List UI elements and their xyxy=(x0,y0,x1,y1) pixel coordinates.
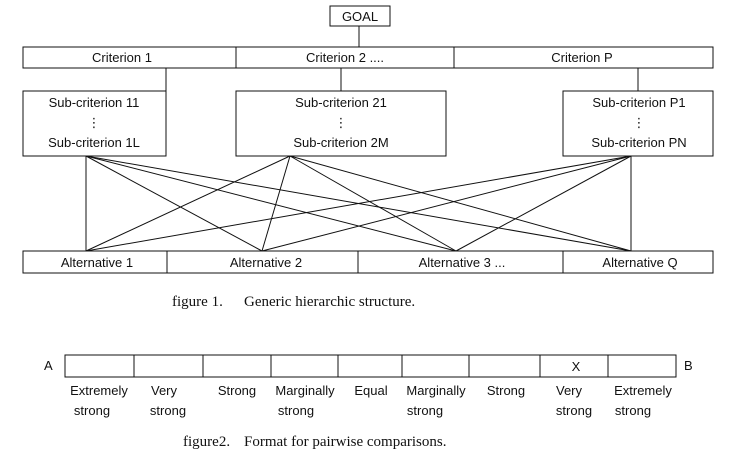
scale-end-right: B xyxy=(684,358,693,373)
link xyxy=(455,155,632,252)
sub-criterion-dots: ⋮ xyxy=(88,115,101,130)
sub-criterion-label: Sub-criterion 1L xyxy=(48,135,140,150)
scale-bar xyxy=(64,354,677,378)
sub-criterion-label: Sub-criterion PN xyxy=(591,135,686,150)
scale-label: Strong xyxy=(487,383,525,398)
alternative-label: Alternative 3 ... xyxy=(419,255,506,270)
figure-1-labels: GOAL Criterion 1 Criterion 2 .... Criter… xyxy=(48,9,687,270)
criterion-label: Criterion 1 xyxy=(92,50,152,65)
sub-criterion-label: Sub-criterion 11 xyxy=(49,95,140,110)
sub-criterion-label: Sub-criterion 21 xyxy=(295,95,387,110)
link xyxy=(85,155,291,252)
link xyxy=(261,155,291,252)
alternative-label: Alternative 2 xyxy=(230,255,302,270)
caption-label: figure2. xyxy=(183,434,230,450)
link xyxy=(85,155,263,252)
caption-label: figure 1. xyxy=(172,294,223,310)
alternative-label: Alternative 1 xyxy=(61,255,133,270)
figure-1-caption: figure 1. Generic hierarchic structure. xyxy=(172,294,415,310)
caption-text: Generic hierarchic structure. xyxy=(244,294,415,310)
alternative-label: Alternative Q xyxy=(602,255,677,270)
goal-box xyxy=(329,5,391,27)
link xyxy=(289,155,632,252)
sub-criterion-dots: ⋮ xyxy=(335,115,348,130)
criteria-bar xyxy=(22,46,714,69)
figure-1-hierarchy xyxy=(22,5,714,274)
scale-label: Equal xyxy=(354,383,387,398)
figure-2-caption: figure2. Format for pairwise comparisons… xyxy=(183,434,446,450)
sub-criteria-box-1 xyxy=(22,90,167,157)
caption-text: Format for pairwise comparisons. xyxy=(244,434,446,450)
link xyxy=(289,155,457,252)
scale-label: Strong xyxy=(218,383,256,398)
goal-label: GOAL xyxy=(342,9,378,24)
criterion-label: Criterion P xyxy=(551,50,612,65)
sub-criterion-label: Sub-criterion 2M xyxy=(293,135,388,150)
link xyxy=(85,155,632,252)
sub-criteria-box-2 xyxy=(235,90,447,157)
alternatives-bar xyxy=(22,250,714,274)
cross-links xyxy=(85,155,632,252)
sub-criterion-dots: ⋮ xyxy=(633,115,646,130)
sub-criterion-label: Sub-criterion P1 xyxy=(592,95,685,110)
sub-criteria-box-p xyxy=(562,90,714,157)
scale-end-left: A xyxy=(44,358,53,373)
scale-mark: X xyxy=(572,359,581,374)
link xyxy=(85,155,457,252)
link xyxy=(261,155,632,252)
criterion-label: Criterion 2 .... xyxy=(306,50,384,65)
